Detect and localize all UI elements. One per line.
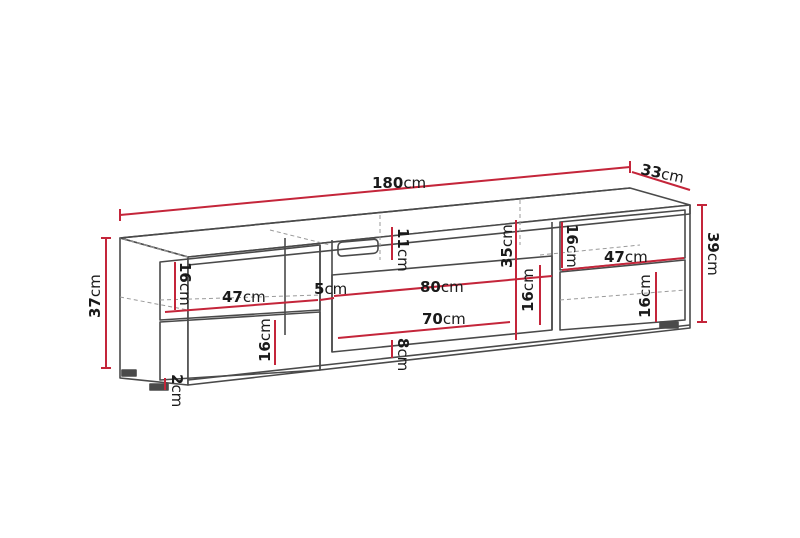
- dim-center-inner-w: [337, 321, 511, 339]
- dimension-labels: 180cm 33cm 39cm 37cm 16cm 47cm 16cm 5cm …: [86, 160, 722, 407]
- dim-width-line: [119, 166, 631, 216]
- label-handle-h: 11cm: [394, 228, 412, 272]
- left-leg: [121, 369, 137, 377]
- center-leg: [149, 383, 169, 391]
- label-center-drawer-h: 16cm: [519, 268, 537, 312]
- label-left-shelf-w: 47cm: [222, 288, 266, 306]
- label-center-w: 80cm: [420, 278, 464, 296]
- right-lower-shelf: [559, 259, 686, 331]
- dim-right-shelf-w: [561, 257, 685, 271]
- top-back-edge: [119, 187, 631, 239]
- label-center-h: 35cm: [498, 224, 516, 268]
- center-handle: [337, 238, 379, 257]
- label-height-right: 39cm: [704, 232, 722, 276]
- front-body: [187, 204, 691, 386]
- right-leg: [659, 321, 679, 329]
- dimension-lines: [101, 161, 707, 390]
- label-height-left: 37cm: [86, 274, 104, 318]
- label-width: 180cm: [372, 174, 426, 192]
- label-panel: 5cm: [314, 280, 347, 298]
- furniture-outline: [119, 187, 691, 391]
- label-left-lower-h: 16cm: [256, 318, 274, 362]
- hidden-lines: [119, 200, 686, 311]
- dim-panel: [319, 297, 335, 301]
- label-right-lower-h: 16cm: [636, 274, 654, 318]
- plinth-line: [187, 324, 691, 381]
- top-front-thickness: [187, 213, 691, 266]
- label-depth: 33cm: [639, 160, 686, 187]
- label-right-shelf-h: 16cm: [563, 224, 581, 268]
- right-upper-shelf: [559, 209, 686, 271]
- label-legs: 2cm: [168, 374, 186, 407]
- dim-depth-line: [631, 171, 691, 191]
- label-center-inner-w: 70cm: [422, 310, 466, 328]
- label-left-shelf-h: 16cm: [176, 262, 194, 306]
- label-plinth: 8cm: [394, 338, 412, 371]
- dim-left-shelf-w: [164, 299, 319, 313]
- label-right-shelf-w: 47cm: [604, 248, 648, 266]
